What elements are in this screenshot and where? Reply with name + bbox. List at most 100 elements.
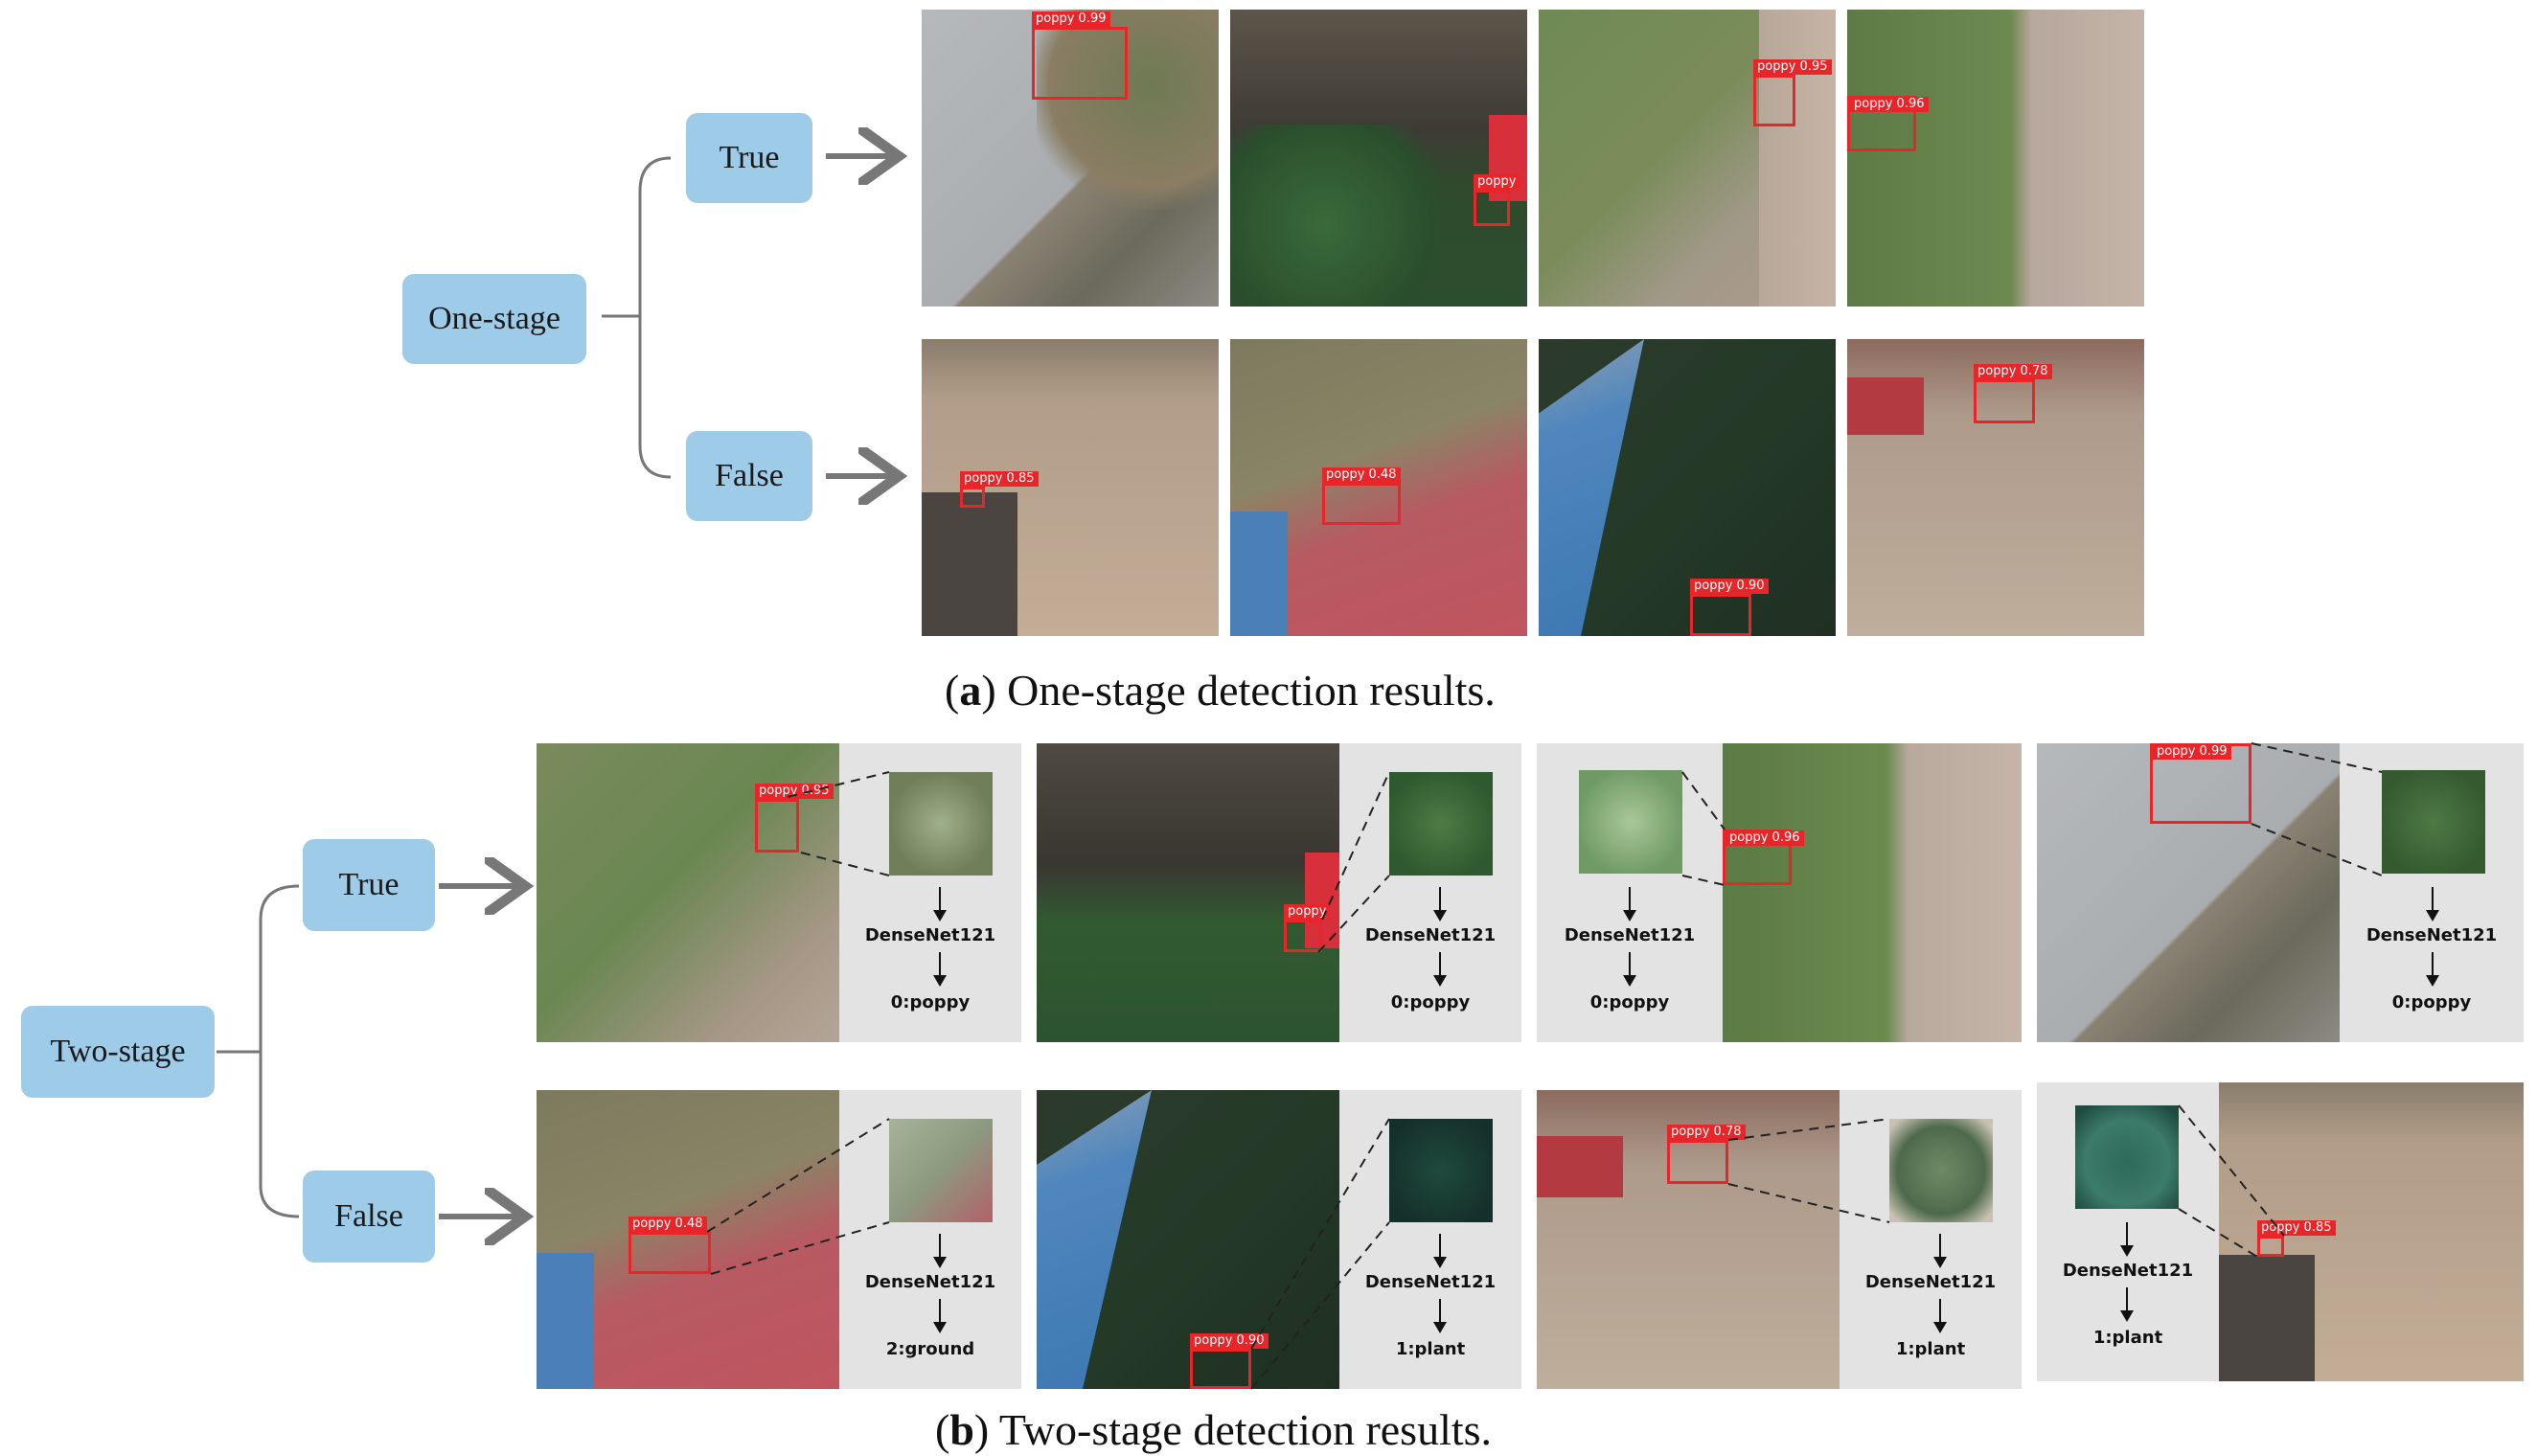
class-result: 2:ground (885, 1339, 975, 1359)
crop-thumbnail (1889, 1119, 1993, 1222)
detection-label: poppy 0.96 (1850, 97, 1929, 112)
detection-label: poppy 0.99 (2153, 744, 2231, 760)
two-stage-false-panel-3: DenseNet121 1:plant (1840, 1090, 2022, 1389)
detection-label: poppy (1474, 174, 1520, 190)
one-stage-bracket (602, 156, 672, 479)
two-stage-false-panel-2: DenseNet121 1:plant (1339, 1090, 1521, 1389)
two-stage-node: Two-stage (21, 1006, 215, 1098)
crop-thumbnail (1389, 772, 1493, 876)
caption-a: (a) One-stage detection results. (945, 666, 1496, 715)
class-result: 0:poppy (890, 992, 971, 1012)
two-stage-false-label: False (334, 1198, 403, 1234)
caption-a-letter: a (959, 666, 982, 715)
class-result: 0:poppy (2391, 992, 2472, 1012)
detection-box: poppy 0.90 (1690, 579, 1769, 636)
detection-box: poppy 0.78 (1974, 364, 2052, 423)
two-stage-false-node: False (303, 1171, 435, 1263)
caption-b-text: ) Two-stage detection results. (973, 1405, 1493, 1454)
class-result: 0:poppy (1390, 992, 1471, 1012)
two-stage-true-node: True (303, 839, 435, 931)
detection-box: poppy 0.95 (1753, 59, 1832, 126)
two-stage-false-image-4: poppy 0.85 (2219, 1082, 2524, 1381)
classifier-label: DenseNet121 (2062, 1261, 2194, 1281)
caption-a-text: ) One-stage detection results. (981, 666, 1496, 715)
one-stage-true-label: True (719, 140, 780, 175)
two-stage-node-label: Two-stage (50, 1034, 186, 1069)
two-stage-true-panel-1: DenseNet121 0:poppy (839, 743, 1021, 1042)
two-stage-false-image-2: poppy 0.90 (1037, 1090, 1339, 1389)
down-arrow-icon (2426, 952, 2439, 987)
classifier-label: DenseNet121 (864, 925, 996, 945)
down-arrow-icon (2426, 887, 2439, 921)
detection-label: poppy 0.99 (1032, 11, 1110, 27)
down-arrow-icon (933, 952, 947, 987)
classifier-label: DenseNet121 (1564, 925, 1696, 945)
detection-box: poppy 0.90 (1190, 1333, 1268, 1389)
two-stage-true-image-4: poppy 0.99 (2037, 743, 2340, 1042)
two-stage-true-panel-3: DenseNet121 0:poppy (1537, 743, 1723, 1042)
down-arrow-icon (2120, 1222, 2134, 1257)
detection-box: poppy 0.99 (1032, 11, 1128, 100)
one-stage-true-image-1: poppy 0.99 (922, 10, 1219, 307)
detection-label: poppy 0.78 (1974, 364, 2052, 379)
one-stage-false-node: False (686, 431, 812, 521)
one-stage-true-image-4: poppy 0.96 (1847, 10, 2144, 307)
detection-label: poppy 0.48 (1322, 467, 1401, 483)
two-stage-true-image-2: poppy (1037, 743, 1339, 1042)
one-stage-false-image-3: poppy 0.90 (1539, 339, 1836, 636)
two-stage-false-panel-1: DenseNet121 2:ground (839, 1090, 1021, 1389)
down-arrow-icon (933, 1234, 947, 1268)
down-arrow-icon (1433, 952, 1447, 987)
one-stage-true-node: True (686, 113, 812, 203)
classifier-label: DenseNet121 (864, 1272, 996, 1292)
down-arrow-icon (1623, 887, 1636, 921)
detection-box: poppy 0.95 (755, 784, 834, 853)
crop-thumbnail (2075, 1105, 2179, 1209)
detection-box: poppy 0.48 (1322, 467, 1401, 525)
one-stage-node: One-stage (402, 274, 586, 364)
detection-label: poppy 0.90 (1690, 579, 1769, 594)
detection-box: poppy 0.99 (2150, 743, 2251, 824)
detection-label: poppy 0.85 (2257, 1220, 2336, 1236)
detection-box: poppy (1474, 174, 1520, 226)
detection-label: poppy 0.90 (1190, 1333, 1268, 1349)
one-stage-true-image-3: poppy 0.95 (1539, 10, 1836, 307)
detection-label: poppy 0.95 (1753, 59, 1832, 75)
detection-box: poppy 0.85 (960, 471, 1039, 508)
down-arrow-icon (1433, 1299, 1447, 1333)
two-stage-true-panel-4: DenseNet121 0:poppy (2340, 743, 2524, 1042)
two-stage-true-panel-2: DenseNet121 0:poppy (1339, 743, 1521, 1042)
detection-box: poppy 0.96 (1723, 830, 1804, 885)
class-result: 1:plant (1395, 1339, 1466, 1359)
crop-thumbnail (889, 1119, 993, 1222)
detection-label: poppy 0.85 (960, 471, 1039, 487)
caption-b: (b) Two-stage detection results. (935, 1405, 1493, 1454)
one-stage-false-image-1: poppy 0.85 (922, 339, 1219, 636)
one-stage-true-image-2: poppy (1230, 10, 1527, 307)
detection-box: poppy (1284, 904, 1331, 952)
two-stage-true-label: True (338, 867, 400, 902)
down-arrow-icon (1623, 952, 1636, 987)
classifier-label: DenseNet121 (1364, 1272, 1497, 1292)
detection-box: poppy 0.48 (629, 1217, 711, 1274)
detection-label: poppy 0.78 (1667, 1125, 1746, 1140)
classifier-label: DenseNet121 (1364, 925, 1497, 945)
down-arrow-icon (933, 1299, 947, 1333)
down-arrow-icon (1933, 1234, 1947, 1268)
classifier-label: DenseNet121 (1864, 1272, 1997, 1292)
detection-box: poppy 0.96 (1847, 96, 1929, 151)
detection-label: poppy 0.96 (1726, 830, 1804, 846)
down-arrow-icon (933, 887, 947, 921)
down-arrow-icon (1433, 1234, 1447, 1268)
down-arrow-icon (1433, 887, 1447, 921)
detection-box: poppy 0.85 (2257, 1220, 2336, 1257)
down-arrow-icon (1933, 1299, 1947, 1333)
one-stage-false-image-2: poppy 0.48 (1230, 339, 1527, 636)
detection-label: poppy 0.48 (629, 1217, 707, 1232)
two-stage-false-panel-4: DenseNet121 1:plant (2037, 1082, 2219, 1381)
crop-thumbnail (2382, 770, 2485, 874)
classifier-label: DenseNet121 (2366, 925, 2498, 945)
class-result: 1:plant (2092, 1328, 2163, 1348)
